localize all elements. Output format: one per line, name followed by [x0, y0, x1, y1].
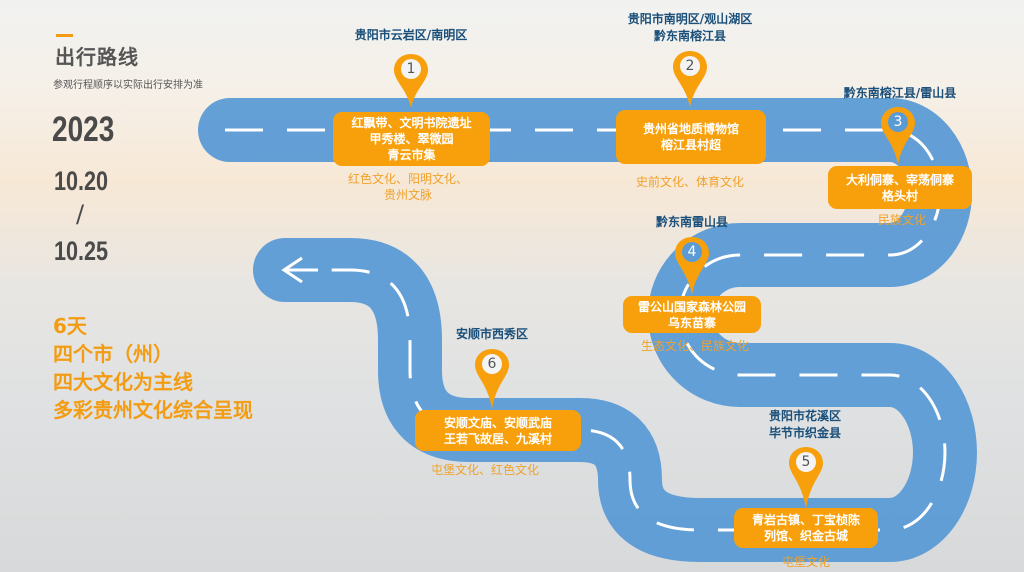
stop-2-location: 贵阳市南明区/观山湖区黔东南榕江县: [628, 11, 752, 45]
stop-number: 3: [888, 112, 908, 132]
location-line: 黔东南雷山县: [655, 215, 729, 229]
summary-line: 四个市（州）: [53, 342, 173, 366]
map-pin-icon: 5: [788, 446, 824, 509]
start-date: 10.20: [54, 166, 109, 196]
title-accent-bar: [56, 34, 73, 37]
stop-6-location: 安顺市西秀区: [456, 326, 528, 343]
stop-number: 6: [482, 354, 502, 374]
site-line: 贵州省地质博物馆: [642, 122, 739, 136]
culture-line: 生态文化、民族文化: [640, 339, 750, 353]
summary-line: 6天: [53, 314, 87, 338]
location-line: 黔东南榕江县: [653, 29, 727, 43]
map-pin-icon: 3: [880, 106, 916, 165]
stop-4-culture: 生态文化、民族文化: [641, 338, 749, 354]
site-line: 榕江县村超: [660, 138, 721, 152]
site-line: 乌东苗寨: [667, 315, 716, 330]
stop-1-sites: 红飘带、文明书院遗址甲秀楼、翠微园青云市集: [333, 112, 490, 166]
stop-6-sites: 安顺文庙、安顺武庙王若飞故居、九溪村: [415, 410, 581, 451]
stop-1-culture: 红色文化、阳明文化、贵州文脉: [348, 171, 468, 203]
site-line: 大利侗寨、宰荡侗寨: [845, 172, 954, 187]
map-pin-icon: 1: [393, 53, 429, 108]
location-line: 黔东南榕江县/雷山县: [843, 86, 957, 100]
stop-5-culture: 屯堡文化: [782, 554, 830, 570]
site-line: 红飘带、文明书院遗址: [351, 116, 472, 130]
stop-4-sites: 雷公山国家森林公园乌东苗寨: [623, 296, 761, 333]
culture-line: 史前文化、体育文化: [635, 175, 745, 189]
stop-3-culture: 民族文化: [878, 212, 926, 228]
stop-2-sites: 贵州省地质博物馆榕江县村超: [616, 110, 766, 164]
stop-3-location: 黔东南榕江县/雷山县: [844, 85, 956, 102]
location-line: 毕节市织金县: [768, 426, 842, 440]
location-line: 贵阳市南明区/观山湖区: [627, 12, 753, 26]
stop-1-location: 贵阳市云岩区/南明区: [355, 27, 467, 44]
site-line: 雷公山国家森林公园: [637, 299, 746, 314]
stop-3-sites: 大利侗寨、宰荡侗寨格头村: [828, 166, 972, 209]
map-pin-icon: 2: [672, 50, 708, 107]
stop-number: 5: [796, 452, 816, 472]
stop-5-location: 贵阳市花溪区毕节市织金县: [769, 408, 841, 442]
location-line: 贵阳市云岩区/南明区: [354, 28, 468, 42]
stop-number: 2: [680, 56, 700, 76]
site-line: 王若飞故居、九溪村: [443, 431, 552, 446]
stop-number: 4: [682, 242, 702, 262]
stop-4-location: 黔东南雷山县: [656, 214, 728, 231]
culture-line: 贵州文脉: [383, 188, 433, 202]
culture-line: 民族文化: [877, 213, 927, 227]
map-pin-icon: 6: [474, 348, 510, 409]
date-separator: /: [76, 200, 85, 228]
stop-6-culture: 屯堡文化、红色文化: [431, 462, 539, 478]
year: 2023: [52, 110, 115, 149]
stop-5-sites: 青岩古镇、丁宝桢陈列馆、织金古城: [734, 508, 878, 548]
summary-line: 多彩贵州文化综合呈现: [53, 398, 253, 422]
summary-line: 四大文化为主线: [53, 370, 193, 394]
culture-line: 红色文化、阳明文化、: [347, 172, 469, 186]
arrow-left-icon: [281, 256, 318, 284]
culture-line: 屯堡文化、红色文化: [430, 463, 540, 477]
site-line: 青云市集: [387, 148, 436, 162]
map-pin-icon: 4: [674, 236, 710, 295]
site-line: 甲秀楼、翠微园: [369, 132, 454, 146]
location-line: 贵阳市花溪区: [768, 409, 842, 423]
stop-number: 1: [401, 59, 421, 79]
road-lane-markings: [225, 128, 947, 532]
stop-2-culture: 史前文化、体育文化: [636, 174, 744, 190]
trip-summary: 6天 四个市（州） 四大文化为主线 多彩贵州文化综合呈现: [53, 312, 253, 424]
culture-line: 屯堡文化: [781, 555, 831, 569]
end-date: 10.25: [54, 236, 109, 266]
page-title: 出行路线: [55, 45, 139, 69]
location-line: 安顺市西秀区: [455, 327, 529, 341]
site-line: 安顺文庙、安顺武庙: [443, 415, 552, 430]
site-line: 青岩古镇、丁宝桢陈: [751, 513, 860, 527]
site-line: 列馆、织金古城: [763, 529, 848, 543]
page-subtitle: 参观行程顺序以实际出行安排为准: [53, 80, 203, 91]
site-line: 格头村: [881, 188, 918, 203]
